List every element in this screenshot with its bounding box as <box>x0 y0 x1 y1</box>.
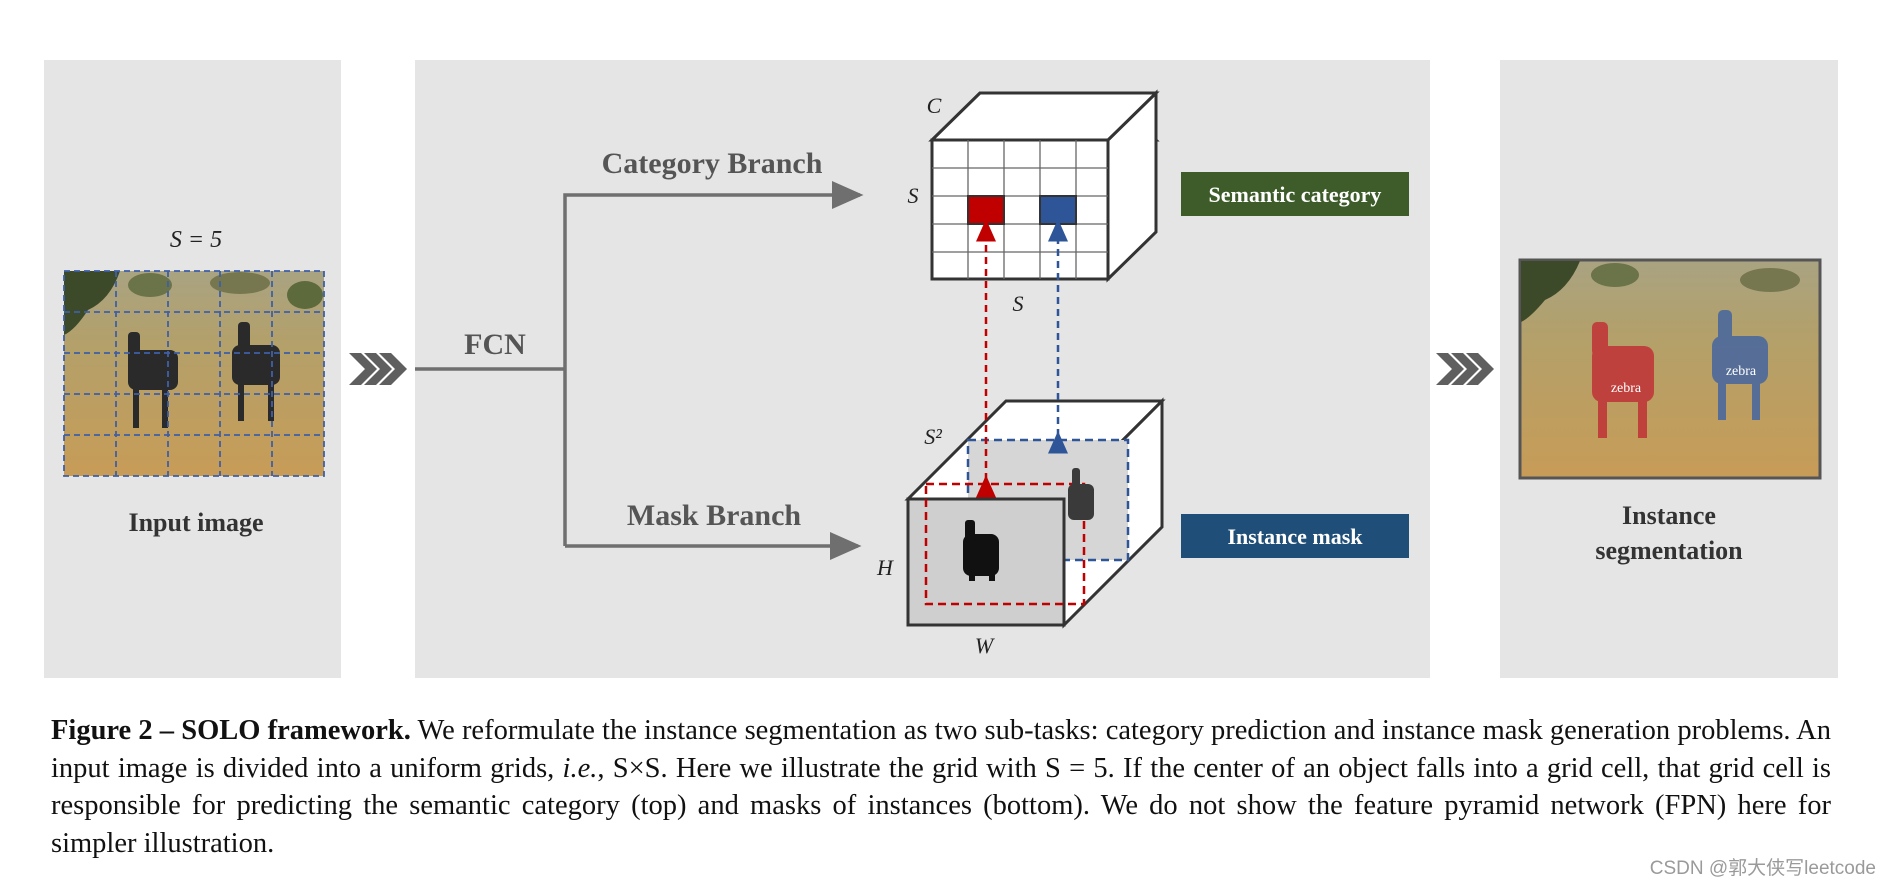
figure-caption: Figure 2 – SOLO framework. We reformulat… <box>51 712 1831 862</box>
category-branch-label: Category Branch <box>602 147 823 180</box>
semantic-category-label: Semantic category <box>1209 182 1382 207</box>
solo-diagram: S = 5 Input image <box>44 60 1838 678</box>
mask-tensor <box>904 397 1166 629</box>
mask-silhouette-front <box>963 520 999 581</box>
instance-mask-box <box>1181 514 1409 558</box>
dim-h: H <box>876 555 894 580</box>
caption-prefix: Figure 2 – SOLO framework. <box>51 715 411 746</box>
blue-category-cell <box>1039 195 1077 225</box>
dim-w: W <box>975 633 995 658</box>
zebra-left <box>128 332 178 428</box>
fcn-label: FCN <box>464 328 526 361</box>
branch-arrows <box>415 181 864 560</box>
category-tensor <box>928 89 1160 283</box>
watermark: CSDN @郭大侠写leetcode <box>1649 858 1876 879</box>
semantic-category-box <box>1181 172 1409 216</box>
grid-size-label: S = 5 <box>170 227 222 253</box>
input-grid <box>63 270 325 477</box>
output-title-line1: Instance <box>1622 501 1716 530</box>
dim-c: C <box>927 93 942 118</box>
caption-body-2: , S×S. Here we illustrate the grid with … <box>51 752 1831 859</box>
blue-instance-mask <box>1712 310 1768 420</box>
zebra-right <box>232 322 280 421</box>
dim-s2: S² <box>924 424 942 449</box>
output-title-line2: segmentation <box>1595 536 1743 565</box>
caption-ie: i.e. <box>562 752 598 784</box>
output-image <box>1518 258 1822 480</box>
input-image <box>63 270 325 477</box>
zebra-label-blue: zebra <box>1726 364 1757 379</box>
chevrons-right <box>1436 353 1494 385</box>
input-image-title: Input image <box>128 508 263 537</box>
mask-branch-label: Mask Branch <box>627 499 802 532</box>
caption-body-1: We reformulate the instance segmentation… <box>51 715 1831 784</box>
instance-mask-label: Instance mask <box>1227 524 1363 549</box>
zebra-label-red: zebra <box>1611 381 1642 396</box>
mask-silhouette-back <box>1068 468 1094 520</box>
dim-s-bottom: S <box>1013 291 1024 316</box>
chevrons-left <box>349 353 407 385</box>
dim-s-side: S <box>908 183 919 208</box>
red-instance-mask <box>1592 322 1654 438</box>
red-category-cell <box>967 195 1005 225</box>
